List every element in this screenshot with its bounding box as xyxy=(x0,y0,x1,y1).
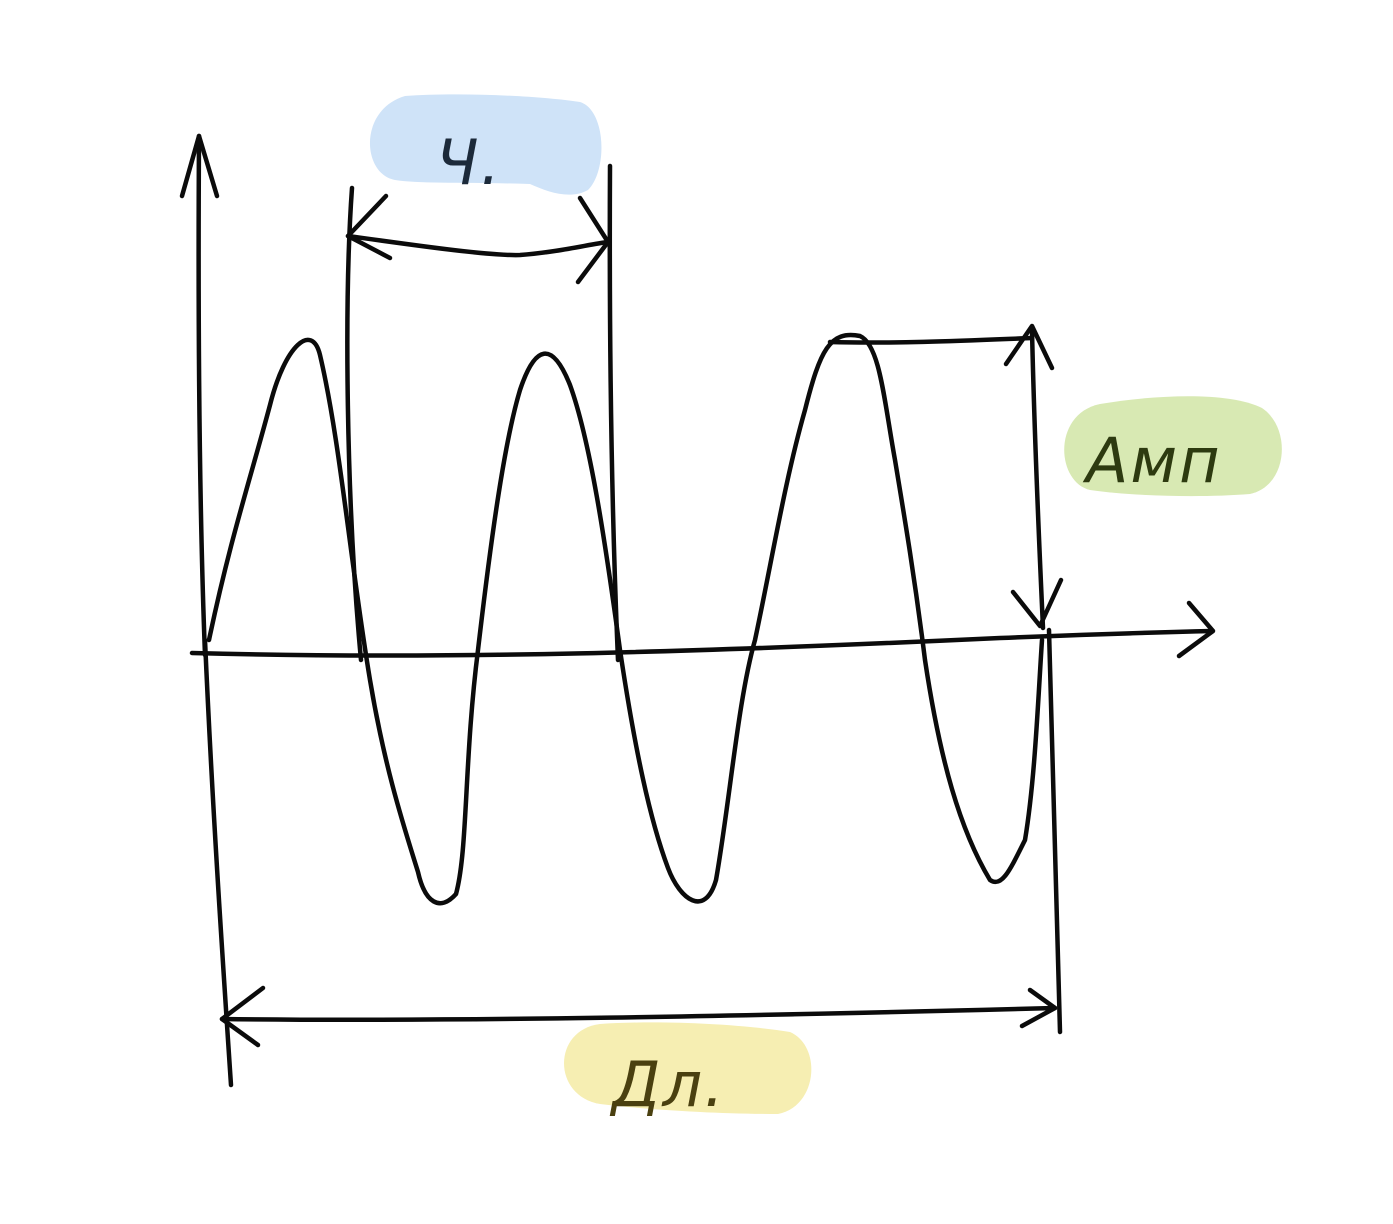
amplitude-top-line xyxy=(827,335,1035,345)
length-left-arrowhead xyxy=(219,985,266,1048)
amplitude-bottom-arrowhead xyxy=(1010,577,1064,629)
length-label: Дл. xyxy=(609,1048,726,1121)
period-left-arrowhead xyxy=(345,193,393,261)
length-right-arrowhead xyxy=(1019,987,1058,1029)
left-boundary-line xyxy=(202,637,234,1088)
period-label-highlight xyxy=(369,94,602,195)
amplitude-dimension-line xyxy=(1029,327,1046,631)
amplitude-top-arrowhead xyxy=(1003,323,1055,371)
amplitude-label: Амп xyxy=(1082,424,1222,497)
y-axis xyxy=(196,133,208,658)
amplitude-label-highlight xyxy=(1064,396,1282,497)
length-label-highlight xyxy=(564,1022,812,1114)
period-label: Ч. xyxy=(436,126,502,199)
length-dimension-line xyxy=(219,1005,1058,1023)
period-dimension-line xyxy=(345,233,611,258)
right-boundary-line xyxy=(1046,627,1063,1035)
x-axis-arrowhead xyxy=(1176,600,1216,659)
wave-curve xyxy=(206,332,1045,906)
x-axis xyxy=(189,628,1215,658)
period-right-arrowhead xyxy=(575,195,611,285)
y-axis-arrowhead xyxy=(179,133,220,199)
